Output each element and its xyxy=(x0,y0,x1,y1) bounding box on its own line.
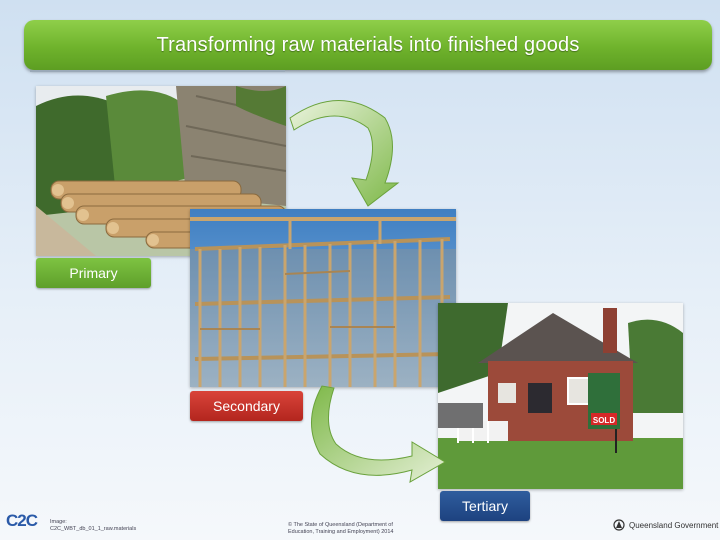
tertiary-label: Tertiary xyxy=(440,491,530,521)
queensland-government-text: Queensland Government xyxy=(629,520,719,530)
timber-frame-photo xyxy=(190,209,456,387)
cycle-arrow-bottom-icon xyxy=(311,385,446,483)
queensland-government-logo: Queensland Government xyxy=(612,518,718,532)
image-reference-line1: Image: xyxy=(50,519,67,525)
title-underline xyxy=(30,70,285,72)
primary-label: Primary xyxy=(36,258,151,288)
slide-title: Transforming raw materials into finished… xyxy=(156,33,580,56)
tertiary-label-text: Tertiary xyxy=(462,498,508,514)
image-reference: Image: C2C_WBT_db_01_1_raw.materials xyxy=(50,519,136,533)
slide-title-bar: Transforming raw materials into finished… xyxy=(24,20,712,70)
secondary-label-text: Secondary xyxy=(213,398,280,414)
sold-sign-text: SOLD xyxy=(593,416,615,425)
secondary-label: Secondary xyxy=(190,391,303,421)
copyright-line2: Education, Training and Employment) 2014 xyxy=(288,529,394,535)
crest-icon xyxy=(613,519,625,531)
sold-house-photo: SOLD xyxy=(438,303,683,489)
cycle-arrow-top-icon xyxy=(289,100,400,207)
image-reference-line2: C2C_WBT_db_01_1_raw.materials xyxy=(50,526,137,532)
c2c-logo: C2C xyxy=(6,511,38,530)
primary-label-text: Primary xyxy=(69,265,118,281)
copyright-notice: © The State of Queensland (Department of… xyxy=(288,522,393,536)
logs-photo xyxy=(36,86,286,256)
copyright-line1: © The State of Queensland (Department of xyxy=(288,522,393,528)
